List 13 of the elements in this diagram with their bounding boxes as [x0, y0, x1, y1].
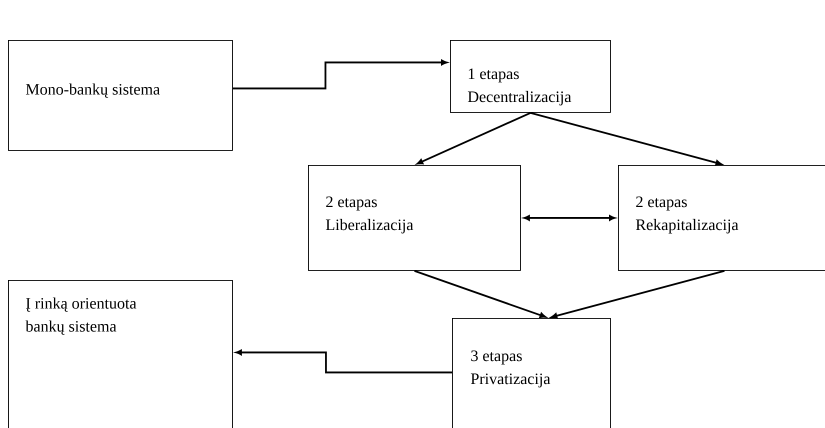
- process-box: Mono-bankų sistema: [8, 40, 233, 151]
- process-box: 3 etapas Privatizacija: [452, 318, 611, 428]
- process-box: 2 etapas Liberalizacija: [308, 165, 521, 271]
- arrow: [232, 60, 448, 90]
- arrow: [524, 215, 616, 221]
- process-box: 1 etapas Decentralizacija: [450, 40, 611, 113]
- arrow: [530, 112, 722, 166]
- process-box: 2 etapas Rekapitalizacija: [618, 165, 825, 271]
- process-box: Į rinką orientuota bankų sistema: [8, 280, 233, 428]
- arrow: [551, 270, 725, 319]
- arrow: [416, 112, 531, 164]
- arrow: [414, 270, 546, 318]
- arrow: [236, 350, 452, 374]
